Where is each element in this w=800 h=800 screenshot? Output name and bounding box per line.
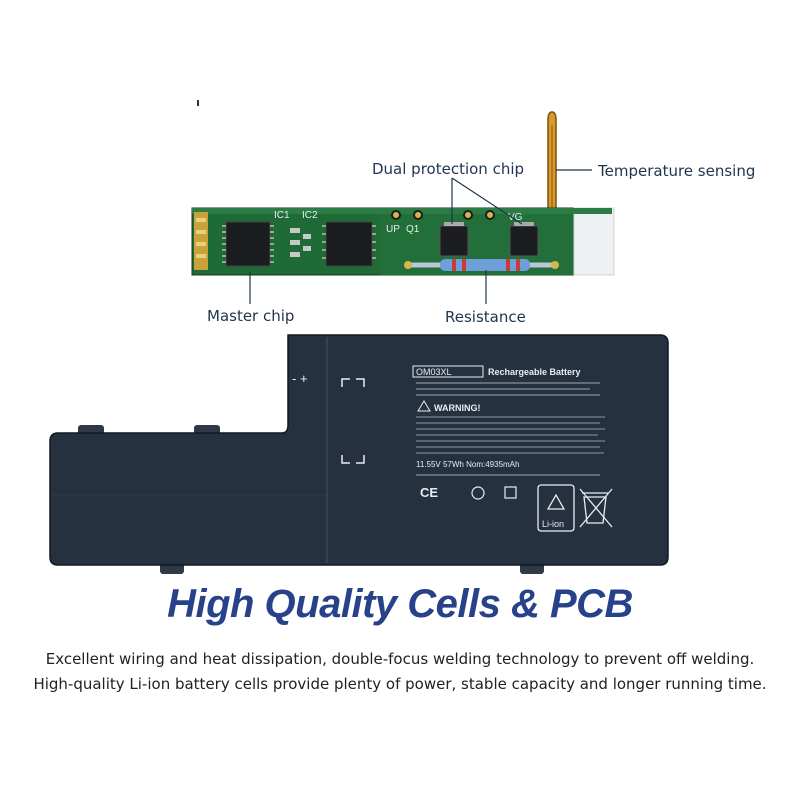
label-master-chip: Master chip bbox=[207, 307, 295, 325]
alignment-marks bbox=[341, 378, 365, 464]
pcb-illustration: IC1 IC2 UP Q1 VG bbox=[191, 100, 615, 304]
silk-q1: Q1 bbox=[406, 224, 420, 235]
battery-model: OM03XL bbox=[416, 367, 452, 377]
label-resistance: Resistance bbox=[445, 308, 526, 326]
recycle-icon: Li-ion bbox=[537, 484, 575, 532]
callout-lines bbox=[249, 169, 592, 304]
li-ion-text: Li-ion bbox=[542, 519, 564, 529]
protection-chip-2 bbox=[509, 222, 539, 257]
silk-vg: VG bbox=[508, 212, 523, 223]
master-chip bbox=[222, 221, 274, 267]
temperature-sensor bbox=[547, 111, 557, 216]
warning-heading: WARNING! bbox=[434, 403, 481, 413]
gold-contacts bbox=[194, 212, 208, 270]
silk-ic1: IC1 bbox=[274, 210, 290, 221]
label-dual-protection-chip: Dual protection chip bbox=[372, 160, 525, 178]
battery-illustration: - + OM03XL Rechargeable Battery WARNING!… bbox=[49, 334, 669, 574]
label-temperature-sensing: Temperature sensing bbox=[598, 162, 756, 180]
ce-mark: CE bbox=[420, 485, 438, 500]
smd-components bbox=[290, 228, 311, 257]
battery-type: Rechargeable Battery bbox=[488, 367, 581, 377]
description-line-2: High-quality Li-ion battery cells provid… bbox=[33, 675, 767, 693]
description-line-1: Excellent wiring and heat dissipation, d… bbox=[45, 650, 755, 668]
battery-body bbox=[49, 334, 669, 566]
crossed-bin-icon bbox=[579, 488, 613, 528]
battery-spec-label: OM03XL Rechargeable Battery WARNING! 11.… bbox=[412, 365, 605, 500]
silk-ic2: IC2 bbox=[302, 210, 318, 221]
resistance-element bbox=[404, 259, 559, 271]
solder-pads bbox=[391, 210, 495, 220]
headline: High Quality Cells & PCB bbox=[167, 582, 633, 626]
battery-rating: 11.55V 57Wh Nom:4935mAh bbox=[416, 460, 519, 469]
silk-up: UP bbox=[386, 224, 400, 235]
second-ic-chip bbox=[322, 221, 376, 267]
polarity-marks: - + bbox=[292, 371, 308, 386]
protection-chip-1 bbox=[439, 222, 469, 257]
